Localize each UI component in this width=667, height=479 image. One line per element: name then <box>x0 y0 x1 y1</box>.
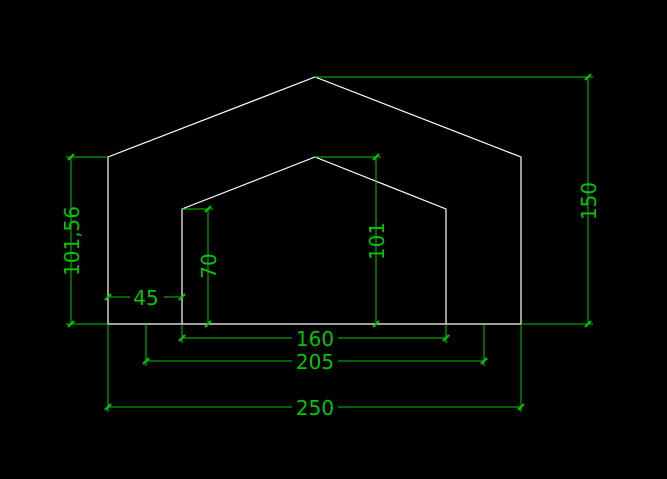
dimension-ticks <box>67 73 592 411</box>
label-inner-offset: 45 <box>133 286 158 310</box>
label-inner-width: 160 <box>296 327 334 351</box>
outer-outline <box>107 76 522 324</box>
label-inner-wall-height: 70 <box>197 253 221 278</box>
label-inner-span: 205 <box>296 350 334 374</box>
label-outer-height: 150 <box>577 182 601 220</box>
inner-outline <box>181 156 447 324</box>
dimension-lines <box>66 76 593 412</box>
label-inner-height: 101 <box>365 222 389 260</box>
label-outer-wall-height: 101,56 <box>60 206 84 276</box>
label-overall-width: 250 <box>296 396 334 420</box>
dimension-labels: 250 205 160 45 150 101,56 70 101 <box>60 182 601 420</box>
